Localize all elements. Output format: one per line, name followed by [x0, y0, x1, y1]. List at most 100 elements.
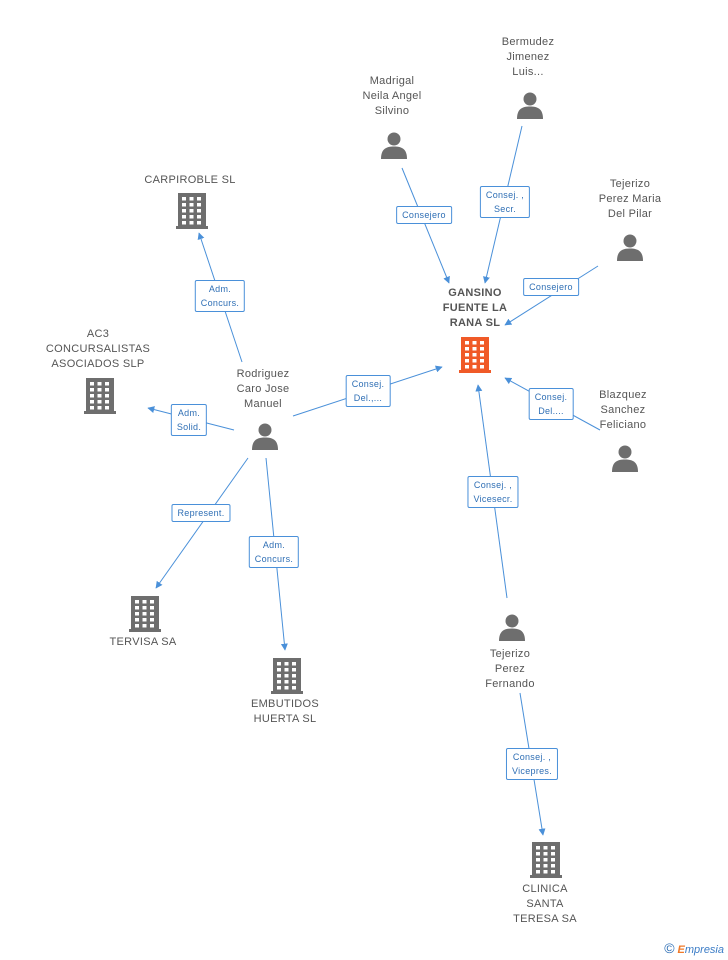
node-label-tejerizo_fernando[interactable]: Tejerizo Perez Fernando	[485, 648, 535, 690]
node-label-ac3[interactable]: AC3 CONCURSALISTAS ASOCIADOS SLP	[45, 328, 151, 370]
building-window	[197, 197, 201, 201]
edge-rodriguez-to-tervisa	[155, 457, 249, 589]
building-window	[536, 852, 540, 856]
building-window	[135, 600, 139, 604]
building-window	[182, 203, 186, 207]
edge-madrigal-to-gansino	[401, 167, 450, 284]
building-window	[472, 347, 477, 351]
building-window	[142, 600, 147, 604]
edge-label-rodriguez-to-ac3[interactable]: Adm. Solid.	[170, 404, 208, 436]
building-window	[277, 686, 281, 690]
building-window	[97, 382, 102, 386]
watermark: ©Empresia	[664, 940, 724, 956]
building-window	[284, 680, 289, 684]
person-icon-blazquez[interactable]	[612, 445, 638, 473]
edge-label-tejerizo_maria-to-gansino[interactable]: Consejero	[523, 278, 579, 296]
building-window	[536, 858, 540, 862]
building-window	[135, 624, 139, 628]
person-icon-rodriguez[interactable]	[252, 423, 278, 451]
copyright-icon: ©	[664, 940, 675, 956]
building-window	[292, 668, 296, 672]
building-window	[480, 359, 484, 363]
building-window	[182, 209, 186, 213]
building-window	[105, 400, 109, 404]
building-window	[90, 400, 94, 404]
building-window	[197, 221, 201, 225]
building-window	[189, 209, 194, 213]
building-window	[543, 870, 548, 874]
node-label-clinica[interactable]: CLINICA SANTA TERESA SA	[513, 883, 577, 925]
building-window	[277, 680, 281, 684]
building-window	[472, 359, 477, 363]
node-label-tervisa[interactable]: TERVISA SA	[109, 636, 177, 648]
node-label-blazquez[interactable]: Blazquez Sanchez Feliciano	[599, 389, 647, 431]
building-window	[150, 618, 154, 622]
edge-label-bermudez-to-gansino[interactable]: Consej. , Secr.	[479, 186, 531, 218]
building-window	[150, 606, 154, 610]
person-icon-tejerizo_fernando[interactable]	[499, 614, 525, 642]
edge-label-rodriguez-to-embutidos[interactable]: Adm. Concurs.	[248, 536, 300, 568]
person-icon-bermudez[interactable]	[517, 92, 543, 120]
building-window	[189, 215, 194, 219]
building-window	[105, 382, 109, 386]
building-window	[277, 674, 281, 678]
building-window	[292, 674, 296, 678]
building-window	[182, 197, 186, 201]
building-window	[284, 668, 289, 672]
building-window	[465, 341, 469, 345]
building-window	[197, 203, 201, 207]
building-window	[150, 612, 154, 616]
building-window	[97, 406, 102, 410]
building-window	[536, 864, 540, 868]
node-label-rodriguez[interactable]: Rodriguez Caro Jose Manuel	[236, 368, 290, 410]
building-window	[480, 347, 484, 351]
node-label-carpiroble[interactable]: CARPIROBLE SL	[144, 174, 236, 186]
edge-label-rodriguez-to-carpiroble[interactable]: Adm. Concurs.	[194, 280, 246, 312]
building-window	[277, 668, 281, 672]
building-window	[551, 864, 555, 868]
building-window	[105, 388, 109, 392]
building-window	[142, 612, 147, 616]
building-window	[472, 365, 477, 369]
building-window	[97, 394, 102, 398]
building-window	[97, 400, 102, 404]
edge-label-blazquez-to-gansino[interactable]: Consej. Del....	[528, 388, 574, 420]
node-label-gansino[interactable]: GANSINO FUENTE LA RANA SL	[442, 287, 508, 329]
building-window	[135, 606, 139, 610]
building-window	[551, 858, 555, 862]
building-window	[197, 215, 201, 219]
edge-label-tejerizo_fernando-to-gansino[interactable]: Consej. , Vicesecr.	[467, 476, 519, 508]
building-window	[182, 221, 186, 225]
node-label-tejerizo_maria[interactable]: Tejerizo Perez Maria Del Pilar	[598, 178, 662, 220]
person-icon-madrigal[interactable]	[381, 132, 407, 160]
building-window	[105, 394, 109, 398]
building-window	[551, 846, 555, 850]
building-window	[135, 612, 139, 616]
building-window	[465, 359, 469, 363]
building-window	[543, 858, 548, 862]
edge-label-tejerizo_fernando-to-clinica[interactable]: Consej. , Vicepres.	[505, 748, 559, 780]
building-window	[536, 846, 540, 850]
brand-initial: E	[677, 944, 685, 956]
building-window	[284, 686, 289, 690]
building-window	[536, 870, 540, 874]
edge-label-rodriguez-to-tervisa[interactable]: Represent.	[171, 504, 231, 522]
node-label-madrigal[interactable]: Madrigal Neila Angel Silvino	[362, 75, 422, 117]
edge-label-rodriguez-to-gansino[interactable]: Consej. Del.,...	[345, 375, 391, 407]
node-label-embutidos[interactable]: EMBUTIDOS HUERTA SL	[250, 698, 320, 725]
building-window	[90, 406, 94, 410]
building-window	[465, 365, 469, 369]
building-window	[150, 600, 154, 604]
building-window	[90, 382, 94, 386]
building-window	[142, 618, 147, 622]
building-window	[135, 618, 139, 622]
building-window	[472, 341, 477, 345]
building-window	[284, 674, 289, 678]
building-window	[465, 347, 469, 351]
building-window	[142, 624, 147, 628]
edge-label-madrigal-to-gansino[interactable]: Consejero	[396, 206, 452, 224]
node-label-bermudez[interactable]: Bermudez Jimenez Luis...	[501, 36, 555, 78]
building-window	[142, 606, 147, 610]
person-icon-tejerizo_maria[interactable]	[617, 234, 643, 262]
